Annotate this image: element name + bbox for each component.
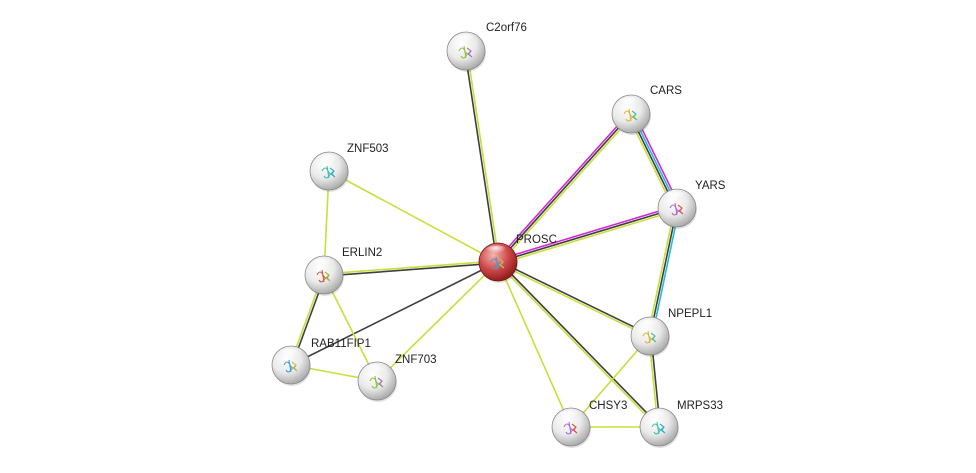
edge-prosc-mrps33[interactable] xyxy=(496,260,661,429)
edge-evidence-coexpression xyxy=(497,113,632,263)
edge-prosc-chsy3[interactable] xyxy=(497,261,572,428)
protein-structure-detail-icon xyxy=(571,423,578,434)
edge-evidence-textmining xyxy=(497,261,572,428)
edge-prosc-rab11fip1[interactable] xyxy=(290,261,499,366)
node-label: PROSC xyxy=(516,234,557,246)
protein-structure-detail-icon xyxy=(291,361,298,372)
protein-structure-detail-icon xyxy=(498,258,505,269)
edge-evidence-coexpression xyxy=(497,207,678,263)
node-highlight xyxy=(364,364,388,377)
node-chsy3[interactable]: CHSY3 xyxy=(551,400,627,448)
node-label: YARS xyxy=(695,180,726,192)
node-highlight xyxy=(646,410,670,423)
node-highlight xyxy=(485,245,509,258)
protein-structure-detail-icon xyxy=(631,110,638,121)
node-highlight xyxy=(316,154,340,167)
edge-evidence-textmining xyxy=(497,209,679,265)
node-znf703[interactable]: ZNF703 xyxy=(357,354,437,402)
node-label: CHSY3 xyxy=(589,400,627,412)
protein-structure-detail-icon xyxy=(677,204,684,215)
node-highlight xyxy=(453,34,477,47)
edge-prosc-cars[interactable] xyxy=(495,111,634,265)
edge-evidence-textmining xyxy=(328,170,499,263)
edge-evidence-textmining xyxy=(570,335,651,428)
edge-evidence-textmining xyxy=(323,260,499,275)
edge-evidence-textmining xyxy=(498,114,634,265)
protein-structure-detail-icon xyxy=(466,47,473,58)
edge-evidence-coexpression xyxy=(497,260,661,428)
edge-evidence-textmining xyxy=(466,50,500,263)
node-highlight xyxy=(558,410,582,423)
edge-evidence-textmining xyxy=(323,274,378,382)
edge-prosc-c2orf76[interactable] xyxy=(464,50,500,263)
edge-prosc-znf503[interactable] xyxy=(328,170,499,263)
node-cars[interactable]: CARS xyxy=(611,85,682,135)
edge-evidence-coexpression xyxy=(649,207,678,337)
edge-evidence-databases xyxy=(651,207,680,338)
node-prosc[interactable]: PROSC xyxy=(478,234,557,283)
node-label: ERLIN2 xyxy=(342,247,382,259)
protein-structure-detail-icon xyxy=(650,332,657,343)
edge-npepl1-chsy3[interactable] xyxy=(570,335,651,428)
edge-prosc-yars[interactable] xyxy=(496,205,679,265)
node-yars[interactable]: YARS xyxy=(657,180,726,229)
node-highlight xyxy=(311,258,335,271)
node-label: C2orf76 xyxy=(486,22,527,34)
protein-structure-detail-icon xyxy=(324,271,331,282)
protein-structure-detail-icon xyxy=(659,423,666,434)
node-label: NPEPL1 xyxy=(668,308,712,320)
node-rab11fip1[interactable]: RAB11FIP1 xyxy=(271,338,371,386)
node-znf503[interactable]: ZNF503 xyxy=(309,143,389,192)
node-highlight xyxy=(618,97,642,110)
node-npepl1[interactable]: NPEPL1 xyxy=(630,308,712,357)
edge-evidence-textmining xyxy=(496,262,651,338)
node-mrps33[interactable]: MRPS33 xyxy=(639,400,723,448)
edge-evidence-coexpression xyxy=(497,260,652,336)
node-highlight xyxy=(637,319,661,332)
edge-evidence-coexpression xyxy=(290,261,499,366)
node-erlin2[interactable]: ERLIN2 xyxy=(304,247,382,296)
edge-prosc-npepl1[interactable] xyxy=(496,260,652,338)
node-label: RAB11FIP1 xyxy=(311,338,371,350)
edge-prosc-znf703[interactable] xyxy=(376,261,499,382)
node-label: ZNF503 xyxy=(347,143,389,155)
edge-layer xyxy=(289,50,681,429)
edge-erlin2-znf703[interactable] xyxy=(323,274,378,382)
protein-structure-detail-icon xyxy=(377,377,384,388)
edge-yars-npepl1[interactable] xyxy=(647,206,680,338)
edge-evidence-coexpression xyxy=(323,262,499,277)
edge-prosc-erlin2[interactable] xyxy=(323,260,499,277)
node-c2orf76[interactable]: C2orf76 xyxy=(446,22,527,72)
protein-structure-detail-icon xyxy=(329,167,336,178)
edge-evidence-textmining xyxy=(496,261,660,429)
edge-evidence-experiments xyxy=(495,111,631,262)
node-label: CARS xyxy=(650,85,682,97)
node-label: ZNF703 xyxy=(395,354,437,366)
edge-evidence-experiments xyxy=(496,205,678,261)
edge-evidence-coexpression xyxy=(464,50,498,263)
node-highlight xyxy=(278,348,302,361)
edge-evidence-textmining xyxy=(647,206,676,337)
edge-evidence-textmining xyxy=(376,261,499,382)
node-label: MRPS33 xyxy=(677,400,723,412)
node-highlight xyxy=(664,191,688,204)
